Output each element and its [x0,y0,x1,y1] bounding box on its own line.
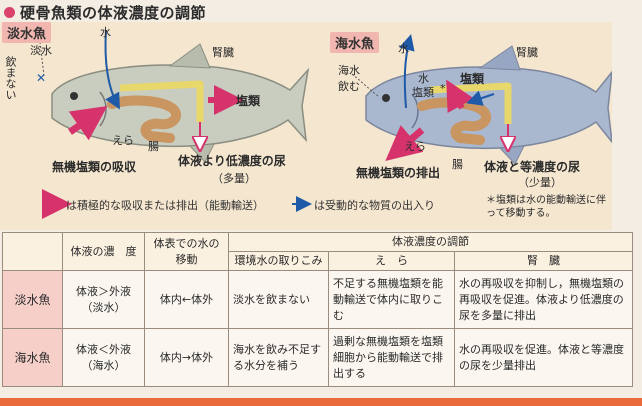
row-gill: 不足する無機塩類を能動輸送で体内に取りこむ [328,270,455,329]
footer-strip [0,398,642,406]
title-row: 硬骨魚類の体液濃度の調節 [4,2,206,22]
header-conc: 体液の濃 度 [62,232,145,271]
sw-intestine-label: 腸 [452,158,463,171]
table-row: 海水魚 体液＜外液（海水） 体内→体外 海水を飲み不足する水分を補う 過剰な無機… [2,328,634,387]
fw-freshwater-label: 淡水 [30,44,52,57]
fw-water-label: 水 [100,26,111,39]
fw-not-drink-label: 飲まない [4,56,17,100]
sw-excrete-label: 無機塩類の排出 [356,166,441,180]
sw-water-label: 水 [398,42,409,55]
fish-diagram: ✕ [36,29,612,219]
sw-seawater-label: 海水 [338,64,360,77]
fw-urine-amount: （多量） [212,172,256,185]
fw-salts-label: 塩類 [236,94,261,108]
row-fish: 海水魚 [2,328,63,387]
header-env: 環境水の取りこみ [228,251,329,271]
freshwater-label: 淡水魚 [2,22,52,43]
row-move: 体内←体外 [144,270,229,329]
row-move: 体内→体外 [144,328,229,387]
sw-drink-label: 飲む [338,80,360,93]
row-gill: 過剰な無機塩類を塩類細胞から能動輸送で排出する [328,328,455,387]
row-fish: 淡水魚 [2,270,63,329]
sw-kidney-label: 腎臓 [516,46,538,59]
sw-salts-label: 塩類 [460,72,485,86]
header-group: 体液濃度の調節 [227,232,634,252]
table-row: 淡水魚 体液＞外液（淡水） 体内←体外 淡水を飲まない 不足する無機塩類を能動輸… [2,270,634,329]
row-conc: 体液＜外液（海水） [62,328,145,387]
sw-note: ＊塩類は水の能動輸送に伴って移動する。 [486,195,606,219]
freshwater-arrows: ✕ [36,29,244,148]
fw-gill-label: えら [112,134,134,147]
row-env: 淡水を飲まない [228,270,329,329]
page-title: 硬骨魚類の体液濃度の調節 [20,3,207,22]
fw-intestine-label: 腸 [148,140,159,153]
freshwater-fish [51,43,310,163]
sw-asterisk: * [440,82,446,95]
row-env: 海水を飲み不足する水分を補う [228,328,329,387]
sw-salts-in-label: 塩類 [412,86,434,99]
row-kidney: 水の再吸収を促進。体液と等濃度の尿を少量排出 [453,328,634,387]
row-kidney: 水の再吸収を抑制し，無機塩類の再吸収を促進。体液より低濃度の尿を多量に排出 [453,270,634,329]
header-kidney: 腎 臓 [453,251,634,271]
svg-text:✕: ✕ [36,71,46,85]
bullet-dot-icon [4,6,15,18]
diagram-panel: ✕ 淡水魚 水 淡水 飲まない 腎臓 塩類 えら 腸 無機塩類の吸収 [0,22,612,230]
legend-passive-text: は受動的な物質の出入り [314,199,435,212]
row-conc: 体液＞外液（淡水） [62,270,145,329]
legend-active-text: は積極的な吸収または排出（能動輸送） [66,199,264,212]
sw-urine-label: 体液と等濃度の尿 [484,160,581,174]
header-move: 体表での水の移動 [144,232,229,271]
fw-urine-label: 体液より低濃度の尿 [178,154,286,168]
osmoregulation-table: 体液の濃 度 体表での水の移動 体液濃度の調節 環境水の取りこみ え ら 腎 臓… [2,232,634,387]
sw-urine-amount: （少量） [518,176,562,189]
header-empty [2,232,63,271]
sw-gill-label: えら [404,140,426,153]
seawater-arrows [351,34,508,162]
seawater-label: 海水魚 [330,32,380,53]
sw-water-in-label: 水 [418,72,429,85]
fw-kidney-label: 腎臓 [212,46,234,59]
table-header-row-1: 体液の濃 度 体表での水の移動 体液濃度の調節 [2,232,634,271]
fw-absorb-label: 無機塩類の吸収 [52,160,137,174]
header-gill: え ら [328,251,455,271]
